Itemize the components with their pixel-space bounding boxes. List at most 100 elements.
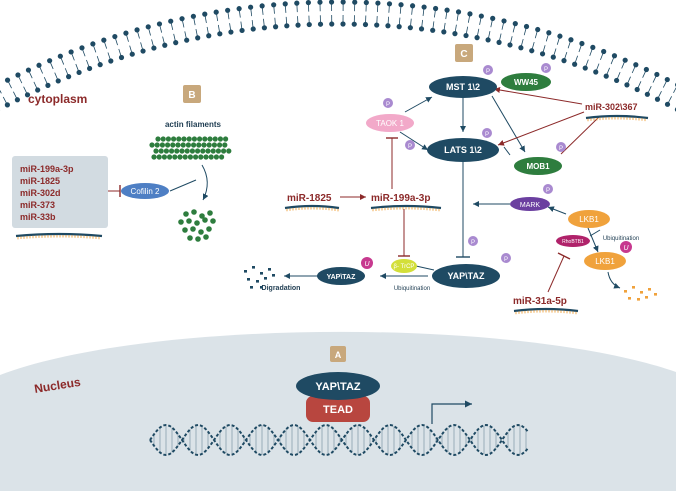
mir-199a-label: miR-199a-3p — [371, 193, 430, 204]
phospho-badge: P — [468, 236, 478, 246]
mirna-strand-199a — [370, 204, 442, 212]
svg-text:P: P — [486, 69, 490, 75]
phospho-badge: P — [405, 140, 415, 150]
btrcp-label: β- TrCP — [394, 264, 415, 270]
mir-302-to-mst-arrow — [493, 87, 583, 105]
yaptaz-small-label: YAP\TAZ — [327, 274, 357, 281]
lkb1-fragments — [624, 286, 657, 301]
taok-node — [366, 114, 414, 132]
actin-monomers — [178, 209, 216, 242]
mark-label: MARK — [520, 202, 541, 209]
tead-label: TEAD — [323, 404, 353, 416]
taok-to-mst-arrow — [404, 96, 433, 113]
mst-node — [429, 76, 497, 98]
svg-text:P: P — [504, 257, 508, 263]
mirna-item: miR-373 — [20, 200, 55, 210]
rhobtb1-inhibition — [589, 229, 601, 237]
mst-to-mob1-arrow — [491, 95, 526, 153]
cell-membrane — [0, 0, 676, 112]
ubiquitin-badge: U — [361, 257, 373, 269]
yaptaz-nuclear-node — [296, 372, 380, 400]
phospho-badge: P — [556, 142, 566, 152]
panel-a-letter: A — [335, 350, 342, 360]
rhobtb1-label: RhoBTB1 — [562, 239, 584, 245]
panel-b-letter: B — [188, 90, 195, 101]
lkb1-top-label: LKB1 — [579, 215, 599, 224]
lkb1-node-bottom — [584, 252, 626, 270]
lkb1-to-mark-arrow — [547, 206, 567, 215]
mirna-item: miR-302d — [20, 188, 61, 198]
phospho-badge: P — [383, 98, 393, 108]
svg-text:P: P — [386, 102, 390, 108]
transcription-arrow — [431, 400, 472, 424]
mirna-item: miR-33b — [20, 212, 56, 222]
ubiquitination-label-right: Ubiquitination — [603, 236, 639, 242]
cofilin-to-actin-inhibition — [169, 179, 197, 192]
yaptaz-main-label: YAP\TAZ — [447, 271, 485, 281]
actin-filaments-label: actin filaments — [165, 120, 222, 129]
mirna-list-panel-b: miR-199a-3p miR-1825 miR-302d miR-373 mi… — [20, 164, 74, 222]
actin-filaments — [149, 136, 232, 160]
panel-c-letter: C — [460, 49, 467, 60]
mirna-item: miR-199a-3p — [20, 164, 74, 174]
phospho-badge: P — [543, 184, 553, 194]
panel-c: C MST 1\2 WW45 TAOK 1 — [244, 44, 657, 315]
yaptaz-main-node — [432, 264, 500, 288]
panel-a-badge — [330, 346, 346, 362]
mir-31a-label: miR-31a-5p — [513, 296, 567, 307]
mirna-strand-302 — [585, 114, 649, 122]
lkb1-node-top — [568, 210, 610, 228]
lkb1-ubiquitination-arrow — [587, 227, 599, 253]
mob1-node — [514, 157, 562, 175]
taok-to-lats-arrow — [399, 131, 429, 151]
mob1-to-lats-arrow — [503, 146, 511, 156]
svg-text:P: P — [559, 146, 563, 152]
svg-text:P: P — [408, 144, 412, 150]
panel-b: B actin filaments Cofilin 2 miR-199a-3p … — [12, 85, 232, 242]
ww45-node — [501, 73, 551, 91]
mark-node — [510, 197, 550, 211]
panel-c-badge — [455, 44, 473, 62]
mirna-box-panel-b — [12, 156, 108, 228]
yaptaz-small-node — [317, 267, 365, 285]
ww45-label: WW45 — [514, 78, 539, 87]
lkb1-bottom-label: LKB1 — [595, 257, 615, 266]
cofilin-2-node — [121, 183, 169, 199]
cofilin-2-label: Cofilin 2 — [131, 187, 160, 196]
ubiquitin-badge: U — [620, 241, 632, 253]
phospho-badge: P — [483, 65, 493, 75]
phospho-badge: P — [482, 128, 492, 138]
btrcp-to-yaptaz-arrow — [415, 265, 435, 271]
mob1-label: MOB1 — [526, 162, 550, 171]
phospho-badge: P — [541, 63, 551, 73]
panel-a: A TEAD YAP\TAZ — [149, 346, 529, 457]
depolymerization-arrow — [201, 164, 209, 201]
lats-label: LATS 1\2 — [444, 145, 482, 155]
svg-text:P: P — [485, 132, 489, 138]
svg-text:P: P — [546, 188, 550, 194]
mirna-strand-31a — [513, 307, 579, 315]
mirna-strand-panel-b — [15, 232, 103, 240]
yap-taz-fragments — [244, 266, 275, 289]
cytoplasm-label: cytoplasm — [28, 92, 87, 106]
tead-node — [306, 396, 370, 422]
inhibition-bar — [557, 252, 571, 260]
ubiquitination-label-left: Ubiquitination — [394, 286, 430, 292]
panel-b-badge — [183, 85, 201, 103]
yaptaz-nuclear-label: YAP\TAZ — [315, 381, 361, 393]
mir-302-to-mob1-inhibition — [560, 115, 601, 155]
mir-302-to-lats-arrow — [497, 111, 585, 146]
svg-text:U: U — [623, 245, 629, 252]
degradation-label: Digradation — [262, 285, 301, 292]
svg-text:P: P — [544, 67, 548, 73]
lats-node — [427, 138, 499, 162]
lkb1-degradation-arrow — [607, 271, 621, 289]
mir-1825-label: miR-1825 — [287, 193, 332, 204]
btrcp-node — [391, 259, 417, 273]
dna-double-helix — [149, 423, 529, 457]
svg-text:P: P — [471, 240, 475, 246]
mst-label: MST 1\2 — [446, 82, 480, 92]
taok-label: TAOK 1 — [376, 119, 404, 128]
svg-text:U: U — [364, 261, 370, 268]
mirna-item: miR-1825 — [20, 176, 60, 186]
